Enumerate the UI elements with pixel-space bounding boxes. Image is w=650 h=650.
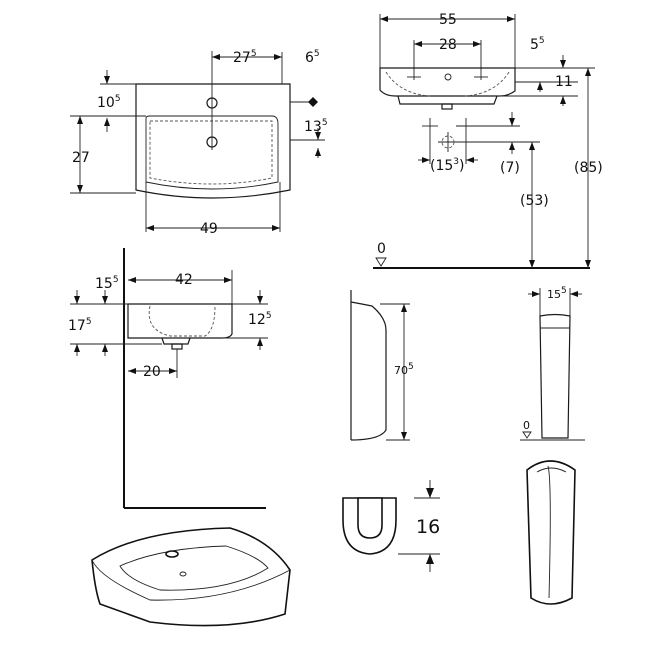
dim-16: 16 <box>416 516 440 538</box>
pedestal-perspective <box>526 460 576 605</box>
pedestal-side-view: 705 <box>350 290 414 441</box>
dim-27: 27 <box>72 150 90 166</box>
pedestal-front-outline <box>539 313 571 439</box>
basin-3d-tap-hole <box>165 550 179 558</box>
floor-level-marker <box>375 257 387 267</box>
pedestal-floor-label: 0 <box>523 419 530 432</box>
dim-42: 42 <box>175 272 193 288</box>
dim-27-5: 275 <box>233 49 257 66</box>
dim-5-5: 55 <box>530 36 545 53</box>
basin-front-outline <box>379 67 516 97</box>
half-pedestal-inner <box>357 497 383 539</box>
dim-85: (85) <box>574 160 603 176</box>
side-waste <box>171 343 183 350</box>
basin-bowl-outline <box>145 115 279 190</box>
pedestal-3d-body <box>526 460 576 605</box>
waste-fitting <box>441 135 455 149</box>
dim-17-5: 175 <box>68 317 92 334</box>
dim-70-5: 705 <box>394 362 414 377</box>
dim-10-5: 105 <box>97 94 121 111</box>
basin-side-outline <box>127 303 233 339</box>
dim-6-5: 65 <box>305 49 320 66</box>
dim-20: 20 <box>143 364 161 380</box>
front-view: 55 28 55 11 (7) (153) <box>373 12 603 269</box>
dim-15-5-pedestal: 155 <box>547 286 567 301</box>
pedestal-floor-marker <box>522 431 532 439</box>
basin-side-base <box>161 337 191 345</box>
dim-13-5: 135 <box>304 118 328 135</box>
basin-3d-body <box>91 527 291 627</box>
waste-outlet <box>441 103 453 110</box>
basin-front-base <box>397 95 498 105</box>
dim-53: (53) <box>520 193 549 209</box>
basin-3d-overflow <box>179 571 187 577</box>
pedestal-side-outline <box>350 301 387 441</box>
bowl-inner-dash <box>149 120 273 185</box>
side-view: 42 155 175 125 20 <box>68 248 272 509</box>
half-pedestal-view: 16 <box>342 480 440 572</box>
basin-3d-bowl <box>119 545 269 591</box>
floor-label: 0 <box>377 241 386 257</box>
dim-15-3: (153) <box>430 157 464 174</box>
basin-top-outline <box>135 83 291 199</box>
dim-55: 55 <box>439 12 457 28</box>
top-view: 275 65 105 27 135 49 <box>70 49 328 237</box>
dim-15-5: 155 <box>95 275 119 292</box>
pedestal-front-view: 155 0 <box>520 286 585 441</box>
dim-11: 11 <box>555 74 573 90</box>
dim-28: 28 <box>439 37 457 53</box>
basin-perspective <box>91 527 291 627</box>
dim-7: (7) <box>500 160 520 176</box>
dim-12-5: 125 <box>248 311 272 328</box>
dim-49: 49 <box>200 221 218 237</box>
